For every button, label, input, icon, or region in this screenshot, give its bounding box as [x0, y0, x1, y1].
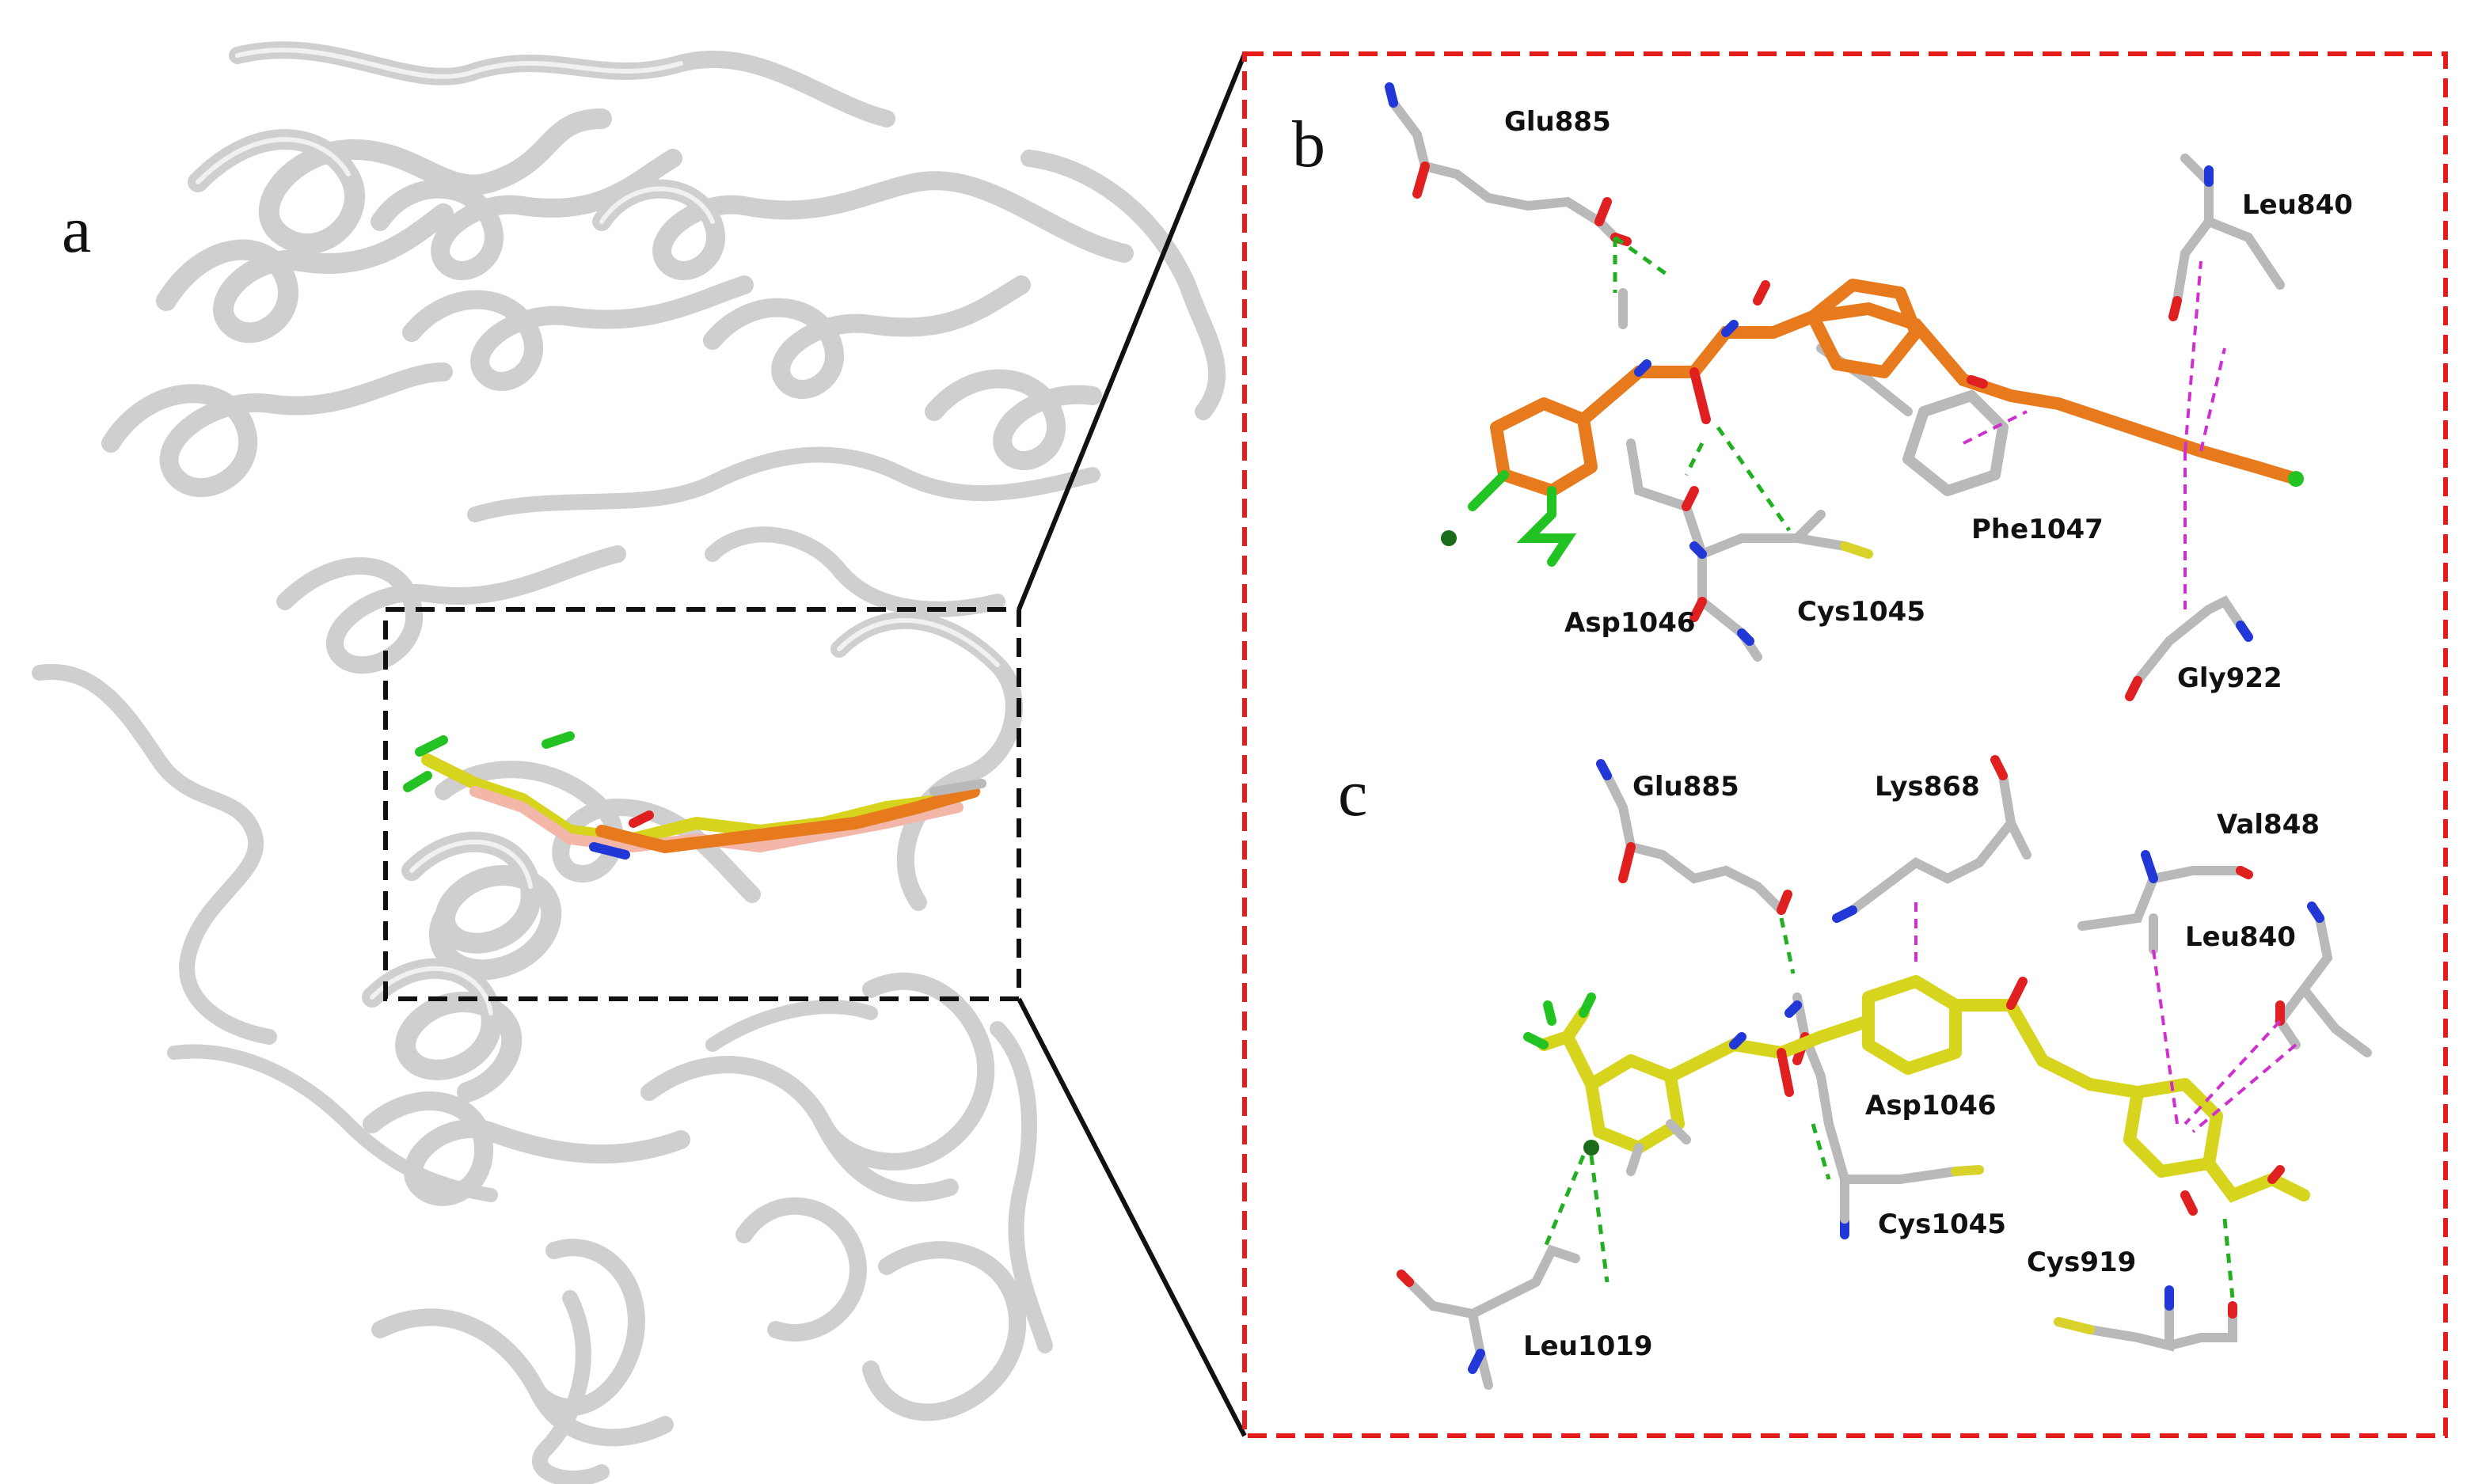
hbond-c-3 — [1541, 1155, 1610, 1283]
hbond-b-4 — [1716, 426, 1792, 532]
label-leu840-b: Leu840 — [2242, 189, 2353, 221]
panel-c: c — [1338, 755, 2372, 1390]
label-phe1047-b: Phe1047 — [1971, 514, 2104, 545]
residue-asp1046-cys1045-b — [1626, 438, 1873, 662]
residue-leu840-b — [2168, 154, 2285, 321]
panel-label-c: c — [1338, 757, 1367, 830]
residue-gly922-b — [2125, 595, 2253, 701]
label-asp1046-c: Asp1046 — [1865, 1090, 1997, 1122]
pi-interaction-c-1 — [1914, 902, 2297, 1133]
label-leu1019-c: Leu1019 — [1523, 1330, 1653, 1362]
binding-site-zoom-box — [383, 607, 1021, 1001]
zoom-connector-lines — [1017, 52, 1247, 1437]
hbond-b-3 — [1684, 442, 1705, 476]
panel-b: b — [1292, 82, 2353, 701]
residue-cys919-c — [2054, 1285, 2237, 1352]
ligand-c — [1523, 975, 2310, 1216]
protein-ribbon-cartoon — [32, 41, 1226, 1484]
label-cys1045-b: Cys1045 — [1797, 596, 1925, 628]
residue-lys868-c — [1832, 755, 2031, 923]
ligand-b — [1441, 279, 2304, 567]
label-glu885-c: Glu885 — [1632, 771, 1739, 803]
label-cys1045-c: Cys1045 — [1878, 1209, 2006, 1240]
label-glu885-b: Glu885 — [1504, 106, 1611, 138]
hbond-c-4 — [2222, 1218, 2235, 1299]
residue-leu840-c — [2274, 901, 2372, 1057]
overlaid-ligands — [403, 731, 986, 860]
label-cys919-c: Cys919 — [2027, 1247, 2136, 1278]
panel-label-b: b — [1292, 108, 1325, 181]
panel-a: a — [32, 41, 1226, 1484]
panel-label-a: a — [62, 193, 91, 267]
hbond-b-1 — [1613, 235, 1672, 279]
detail-frame — [1242, 51, 2448, 1438]
pi-interaction-b-1 — [1963, 260, 2226, 609]
label-lys868-c: Lys868 — [1875, 771, 1980, 803]
label-val848-c: Val848 — [2217, 809, 2320, 841]
label-gly922-b: Gly922 — [2177, 662, 2282, 694]
hbond-c-1 — [1779, 917, 1796, 974]
label-leu840-c: Leu840 — [2185, 921, 2296, 953]
residue-leu1019-c — [1397, 1244, 1580, 1390]
residue-val848-c — [2077, 850, 2253, 955]
label-asp1046-b: Asp1046 — [1564, 607, 1696, 639]
residue-glu885-c — [1596, 759, 1792, 915]
